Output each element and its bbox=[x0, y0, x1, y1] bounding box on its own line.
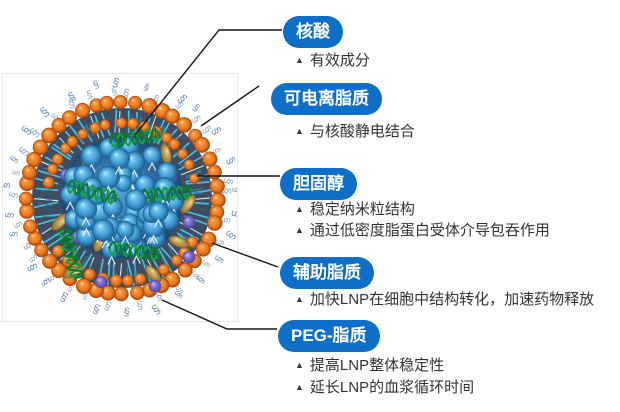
svg-text:§: § bbox=[219, 187, 234, 195]
svg-text:§: § bbox=[155, 290, 163, 303]
svg-text:§: § bbox=[46, 272, 59, 283]
triangle-bullet-icon: ▲ bbox=[295, 293, 304, 304]
svg-text:§: § bbox=[224, 155, 237, 166]
svg-text:§: § bbox=[67, 96, 76, 111]
svg-text:§: § bbox=[173, 284, 185, 296]
svg-text:§: § bbox=[8, 154, 20, 165]
svg-text:§: § bbox=[123, 305, 131, 318]
svg-text:§: § bbox=[91, 78, 101, 91]
svg-text:§: § bbox=[214, 238, 226, 246]
svg-text:§: § bbox=[110, 86, 119, 98]
svg-text:§: § bbox=[103, 299, 114, 313]
point-text: 与核酸静电结合 bbox=[309, 122, 415, 140]
svg-text:§: § bbox=[91, 301, 103, 317]
label-pill-nucleic-acid: 核酸 bbox=[283, 16, 343, 48]
svg-text:§: § bbox=[142, 82, 150, 93]
label-point: ▲ 提高LNP整体稳定性 bbox=[295, 354, 474, 376]
label-pill-cholesterol: 胆固醇 bbox=[280, 168, 357, 200]
svg-text:§: § bbox=[13, 219, 25, 230]
label-point: ▲ 稳定纳米粒结构 bbox=[295, 199, 550, 220]
label-point: ▲ 通过低密度脂蛋白受体介导包吞作用 bbox=[295, 220, 550, 241]
svg-text:§: § bbox=[199, 258, 211, 269]
label-point: ▲ 有效成分 bbox=[295, 50, 370, 70]
svg-text:§: § bbox=[9, 231, 20, 237]
svg-text:§: § bbox=[3, 182, 12, 189]
svg-text:§: § bbox=[149, 302, 163, 318]
triangle-bullet-icon: ▲ bbox=[295, 125, 304, 136]
triangle-bullet-icon: ▲ bbox=[295, 225, 304, 235]
svg-text:§: § bbox=[212, 253, 225, 265]
svg-text:§: § bbox=[190, 268, 200, 281]
triangle-bullet-icon: ▲ bbox=[295, 381, 304, 392]
svg-text:§: § bbox=[172, 289, 184, 300]
svg-text:§: § bbox=[4, 212, 16, 219]
label-point: ▲ 延长LNP的血浆循环时间 bbox=[295, 376, 474, 398]
lnp-figure-frame: §§§§§§§§§§§§§§§§§§§§§§§§§§§§§§§§§§§§§§§§… bbox=[0, 73, 245, 322]
svg-text:§: § bbox=[11, 169, 23, 177]
svg-text:§: § bbox=[81, 289, 89, 301]
point-text: 稳定纳米粒结构 bbox=[309, 201, 415, 218]
svg-text:§: § bbox=[85, 89, 93, 102]
label-pill-ionizable-lipid: 可电离脂质 bbox=[271, 83, 382, 115]
point-text: 加快LNP在细胞中结构转化，加速药物释放 bbox=[309, 290, 595, 308]
point-text: 提高LNP整体稳定性 bbox=[309, 356, 445, 374]
svg-text:§: § bbox=[111, 75, 121, 90]
label-pill-helper-lipid: 辅助脂质 bbox=[280, 257, 374, 289]
svg-text:§: § bbox=[136, 298, 143, 310]
svg-text:§: § bbox=[58, 290, 71, 306]
svg-text:§: § bbox=[219, 217, 231, 223]
triangle-bullet-icon: ▲ bbox=[295, 359, 304, 370]
svg-text:§: § bbox=[65, 283, 76, 295]
triangle-bullet-icon: ▲ bbox=[295, 204, 304, 214]
triangle-bullet-icon: ▲ bbox=[295, 54, 304, 65]
lnp-structure-illustration: §§§§§§§§§§§§§§§§§§§§§§§§§§§§§§§§§§§§§§§§… bbox=[0, 75, 245, 318]
point-text: 通过低密度脂蛋白受体介导包吞作用 bbox=[309, 222, 550, 239]
svg-text:§: § bbox=[210, 147, 222, 155]
point-text: 有效成分 bbox=[309, 51, 370, 69]
svg-text:§: § bbox=[7, 191, 20, 200]
svg-text:§: § bbox=[121, 85, 132, 101]
svg-text:§: § bbox=[230, 187, 237, 193]
label-pill-peg-lipid: PEG-脂质 bbox=[278, 320, 380, 352]
svg-text:§: § bbox=[190, 102, 202, 114]
svg-text:§: § bbox=[221, 177, 235, 186]
point-text: 延长LNP的血浆循环时间 bbox=[309, 378, 475, 396]
label-point: ▲ 加快LNP在细胞中结构转化，加速药物释放 bbox=[295, 289, 594, 309]
label-point: ▲ 与核酸静电结合 bbox=[295, 121, 415, 141]
svg-text:§: § bbox=[28, 252, 40, 264]
